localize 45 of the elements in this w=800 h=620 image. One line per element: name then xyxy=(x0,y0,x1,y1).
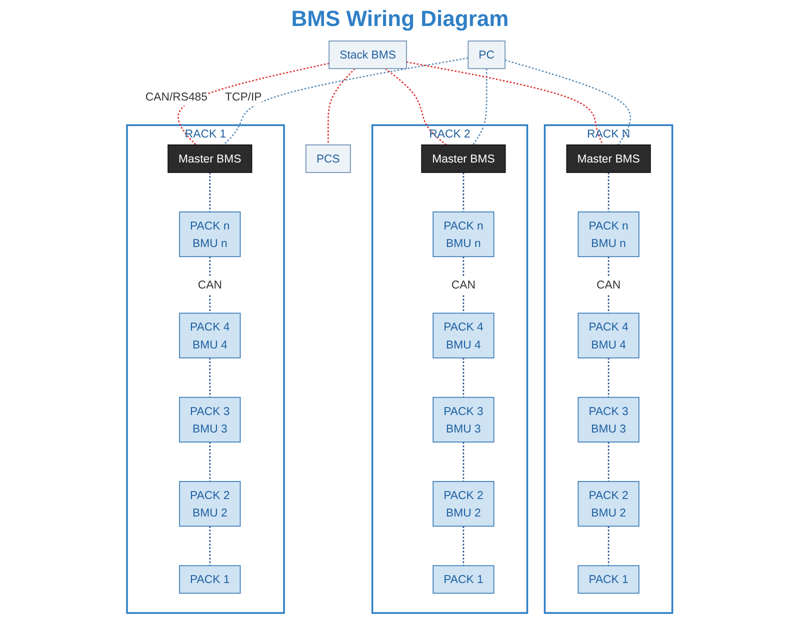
node-box: PACK 1 xyxy=(432,565,495,594)
node-box: PACK 3 BMU 3 xyxy=(578,396,640,442)
node-box: Master BMS xyxy=(566,144,652,173)
node-box: PACK n BMU n xyxy=(578,212,640,258)
node-box: PACK 3 BMU 3 xyxy=(432,396,495,442)
connector xyxy=(463,358,464,398)
node-box: PACK n BMU n xyxy=(179,212,242,258)
edge-label: CAN xyxy=(596,278,621,292)
node-box: PACK n BMU n xyxy=(432,212,495,258)
node-box: Master BMS xyxy=(168,144,253,173)
connector xyxy=(406,61,604,146)
node-box: PACK 4 BMU 4 xyxy=(432,312,495,358)
node-box: PACK 1 xyxy=(578,565,640,594)
connector xyxy=(608,172,610,212)
connector xyxy=(210,172,211,212)
node-box: PCS xyxy=(306,144,352,173)
connector xyxy=(472,68,488,146)
edge-label: TCP/IP xyxy=(225,90,262,104)
connector xyxy=(608,358,610,398)
connector xyxy=(463,172,464,212)
diagram-title: BMS Wiring Diagram xyxy=(291,6,509,32)
connector xyxy=(210,442,211,482)
connector xyxy=(608,442,610,482)
node-box: PACK 2 BMU 2 xyxy=(578,481,640,527)
connector xyxy=(178,62,330,146)
node-box: PACK 3 BMU 3 xyxy=(179,396,242,442)
node-box: Stack BMS xyxy=(328,40,408,70)
connector xyxy=(608,526,610,566)
connector xyxy=(463,526,464,566)
node-box: PACK 1 xyxy=(179,565,242,594)
node-box: PC xyxy=(468,40,506,70)
edge-label: CAN/RS485 xyxy=(146,90,208,104)
connector xyxy=(210,358,211,398)
connector xyxy=(328,68,356,145)
connector xyxy=(224,57,469,146)
edge-label: CAN xyxy=(452,278,476,292)
node-box: PACK 4 BMU 4 xyxy=(179,312,242,358)
node-box: Master BMS xyxy=(422,144,506,173)
node-box: PACK 2 BMU 2 xyxy=(432,481,495,527)
node-box: PACK 2 BMU 2 xyxy=(179,481,242,527)
node-box: PACK 4 BMU 4 xyxy=(578,312,640,358)
connector xyxy=(385,68,448,146)
connector xyxy=(210,526,211,566)
connector xyxy=(463,442,464,482)
edge-label: CAN xyxy=(198,278,222,292)
